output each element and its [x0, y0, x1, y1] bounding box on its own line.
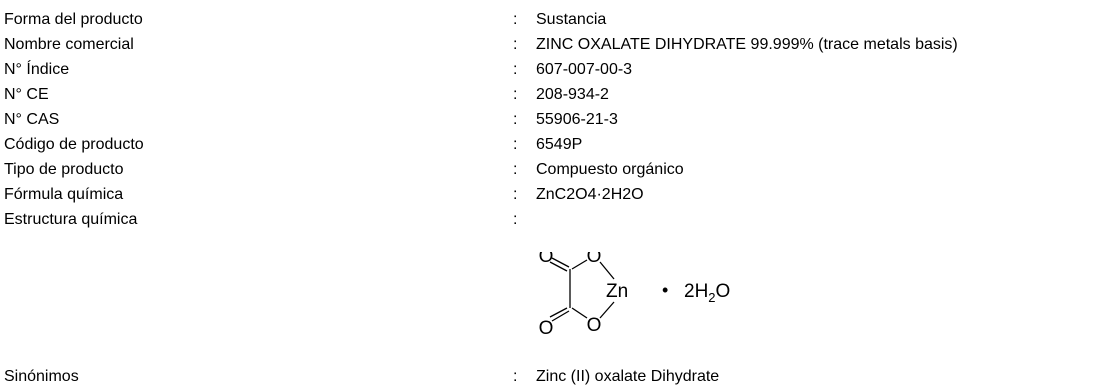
carbonyl-bond-bottom-a: [551, 310, 570, 322]
field-value: Sustancia: [536, 11, 607, 28]
field-row-chemical-formula: Fórmula química : ZnC2O4·2H2O: [0, 183, 1102, 207]
field-label: Estructura química: [4, 211, 138, 228]
bond-lines: [549, 257, 615, 322]
water-formula-prefix: 2H: [684, 281, 708, 302]
field-colon: :: [513, 11, 518, 28]
field-label: Código de producto: [4, 136, 144, 153]
bond-oxygen-zinc-top: [599, 261, 615, 280]
field-label: N° CE: [4, 86, 49, 103]
field-row-cas-number: N° CAS : 55906-21-3: [0, 108, 1102, 132]
field-colon: :: [513, 211, 518, 228]
water-formula: 2H2O: [684, 281, 730, 305]
atom-zinc: Zn: [606, 281, 628, 302]
field-label: Nombre comercial: [4, 36, 134, 53]
field-row-trade-name: Nombre comercial : ZINC OXALATE DIHYDRAT…: [0, 33, 1102, 57]
chemical-structure-diagram: O O O O Zn • 2H2O: [539, 252, 731, 339]
field-row-product-code: Código de producto : 6549P: [0, 133, 1102, 157]
carbonyl-bond-top-a: [551, 257, 570, 268]
bond-carbon-oxygen-bottom: [571, 307, 588, 319]
field-colon: :: [513, 111, 518, 128]
field-label: Fórmula química: [4, 186, 124, 203]
field-value: Compuesto orgánico: [536, 161, 684, 178]
carbonyl-bond-bottom-b: [549, 307, 568, 318]
field-value: ZnC2O4·2H2O: [536, 186, 644, 203]
field-value: 607-007-00-3: [536, 61, 633, 78]
carbonyl-bond-top-b: [549, 261, 568, 272]
field-colon: :: [513, 161, 518, 178]
field-label: N° Índice: [4, 61, 70, 78]
field-label: N° CAS: [4, 111, 60, 128]
field-colon: :: [513, 186, 518, 203]
field-label: Sinónimos: [4, 368, 79, 385]
atom-oxygen-ring-bottom: O: [587, 315, 602, 336]
field-colon: :: [513, 368, 518, 385]
field-colon: :: [513, 36, 518, 53]
atom-oxygen-ring-top: O: [587, 252, 602, 267]
field-row-index-number: N° Índice : 607-007-00-3: [0, 58, 1102, 82]
field-colon: :: [513, 61, 518, 78]
field-colon: :: [513, 86, 518, 103]
field-label: Tipo de producto: [4, 161, 124, 178]
bond-carbon-oxygen-top: [571, 259, 588, 270]
field-colon: :: [513, 136, 518, 153]
field-row-synonyms: Sinónimos : Zinc (II) oxalate Dihydrate: [0, 365, 1102, 389]
atom-oxygen-carbonyl-top: O: [539, 252, 554, 267]
field-value: 55906-21-3: [536, 111, 618, 128]
water-formula-subscript: 2: [708, 290, 715, 305]
field-row-product-form: Forma del producto : Sustancia: [0, 8, 1102, 32]
field-row-chemical-structure: Estructura química :: [0, 208, 1102, 232]
field-label: Forma del producto: [4, 11, 143, 28]
bond-oxygen-zinc-bottom: [599, 301, 615, 319]
field-row-product-type: Tipo de producto : Compuesto orgánico: [0, 158, 1102, 182]
field-value: 6549P: [536, 136, 583, 153]
field-row-ec-number: N° CE : 208-934-2: [0, 83, 1102, 107]
field-value: 208-934-2: [536, 86, 609, 103]
atom-oxygen-carbonyl-bottom: O: [539, 318, 554, 339]
field-value: Zinc (II) oxalate Dihydrate: [536, 368, 720, 385]
water-formula-suffix: O: [716, 281, 731, 302]
hydrate-dot: •: [662, 280, 668, 300]
field-value: ZINC OXALATE DIHYDRATE 99.999% (trace me…: [536, 36, 958, 53]
